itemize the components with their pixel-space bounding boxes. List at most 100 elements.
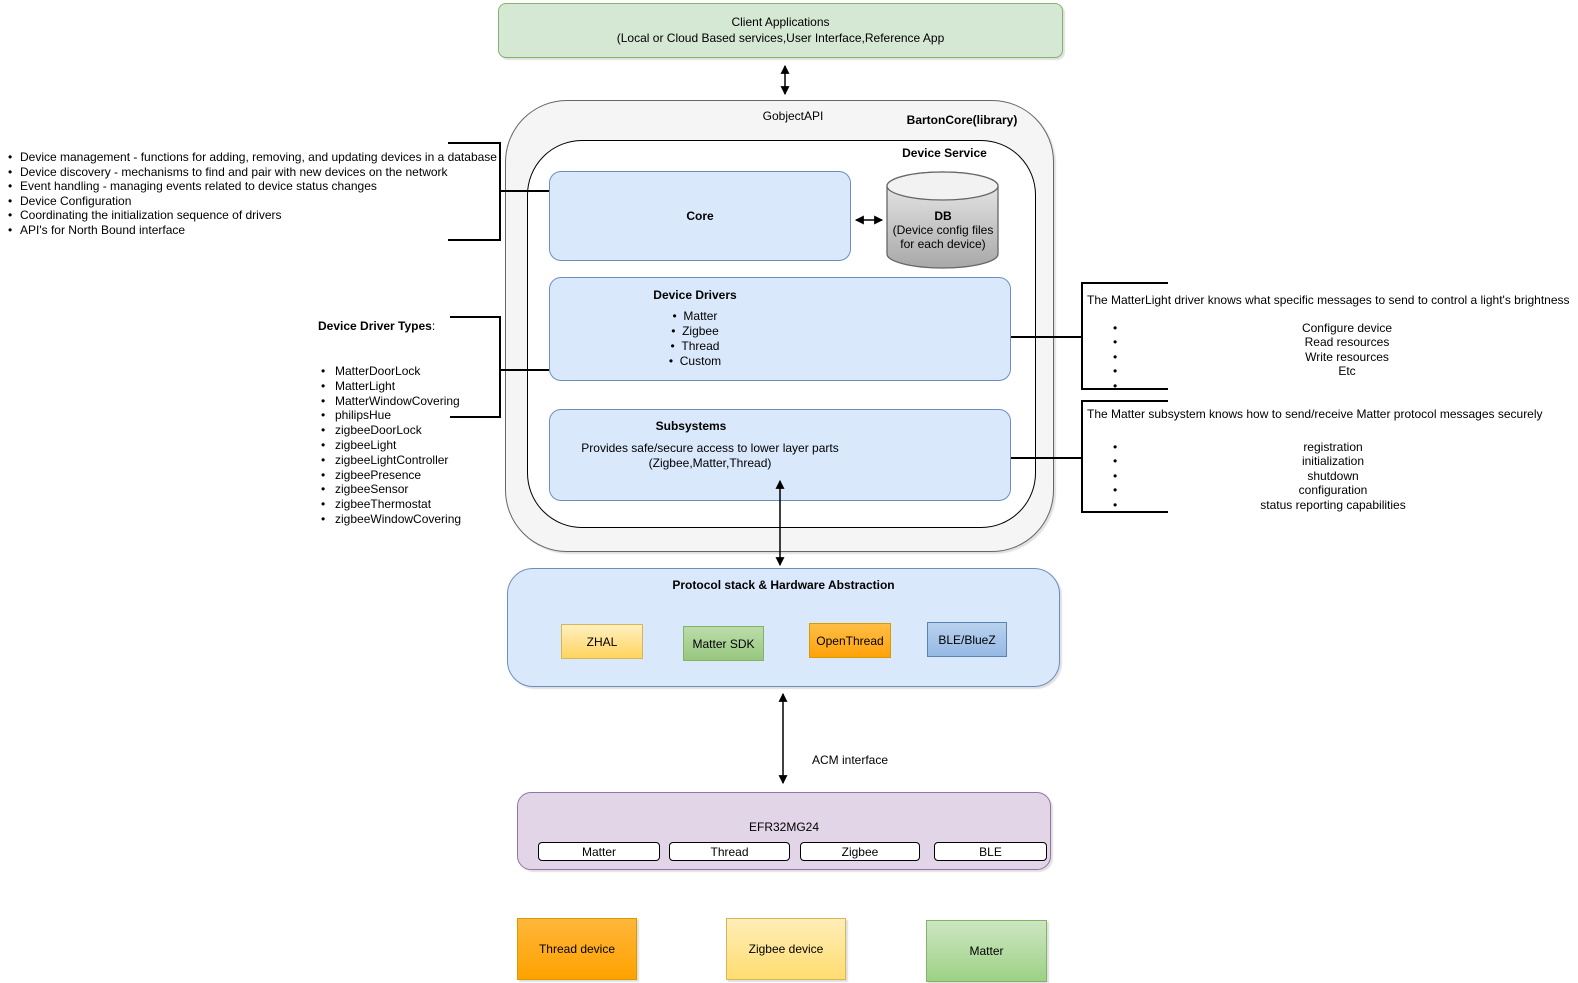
core-box: Core — [549, 171, 851, 261]
driver-type-item: zigbeeDoorLock — [318, 423, 548, 438]
responsibility-item: Device discovery - mechanisms to find an… — [2, 165, 498, 180]
core-responsibilities-note: Device management - functions for adding… — [2, 150, 498, 238]
note-row: Write resources — [1082, 350, 1578, 364]
efr-radio-thread: Thread — [669, 842, 790, 861]
driver-type-item: zigbeeWindowCovering — [318, 512, 548, 527]
matter-device-box: Matter — [926, 920, 1047, 982]
bartoncore-title: BartonCore(library) — [906, 113, 1018, 127]
subsystems-box: Subsystems Provides safe/secure access t… — [549, 409, 1011, 501]
note-item: Write resources — [1305, 349, 1389, 364]
zigbee-device-label: Zigbee device — [748, 942, 824, 956]
subsystems-description: Provides safe/secure access to lower lay… — [550, 441, 870, 471]
efr-radio-matter-label: Matter — [581, 844, 616, 859]
note-row: Etc — [1082, 364, 1578, 378]
device-drivers-content: Device Drivers Matter Zigbee Thread Cust… — [550, 287, 840, 369]
efr-radio-matter: Matter — [538, 842, 660, 861]
protocol-stack-title: Protocol stack & Hardware Abstraction — [672, 578, 895, 592]
bullet-dot — [1113, 321, 1117, 335]
device-driver-types-title-text: Device Driver Types — [318, 319, 432, 333]
matter-subsystem-note-intro: The Matter subsystem knows how to send/r… — [1087, 407, 1543, 421]
bullet-dot — [1113, 379, 1117, 393]
driver-type-item: MatterDoorLock — [318, 364, 548, 379]
efr-radio-zigbee-label: Zigbee — [841, 844, 879, 859]
thread-device-label: Thread device — [538, 942, 616, 956]
thread-device-box: Thread device — [517, 918, 637, 980]
protocol-stack-box: Protocol stack & Hardware Abstraction ZH… — [507, 568, 1060, 687]
matter-device-label: Matter — [969, 944, 1004, 958]
bullet-dot — [1113, 335, 1117, 349]
note-row — [1082, 379, 1578, 393]
driver-item: Matter — [550, 309, 840, 324]
note-row: status reporting capabilities — [1082, 498, 1578, 512]
zhal-box: ZHAL — [561, 624, 643, 659]
device-driver-types-colon: : — [431, 319, 436, 333]
driver-type-item: MatterLight — [318, 379, 548, 394]
bullet-dot — [1113, 498, 1117, 512]
note-item: registration — [1303, 440, 1363, 454]
note-row: configuration — [1082, 483, 1578, 497]
responsibility-item: Coordinating the initialization sequence… — [2, 208, 498, 223]
note-item: Configure device — [1301, 321, 1393, 335]
note-item: Read resources — [1304, 335, 1390, 350]
note-item: Etc — [1338, 364, 1356, 379]
zhal-label: ZHAL — [586, 634, 618, 649]
client-applications-title: Client Applications — [731, 15, 830, 29]
subsystems-desc-line1: Provides safe/secure access to lower lay… — [581, 441, 839, 455]
subsystems-desc-line2: (Zigbee,Matter,Thread) — [648, 456, 772, 470]
bullet-dot — [1113, 364, 1117, 378]
core-label: Core — [686, 209, 714, 223]
driver-item: Custom — [550, 354, 840, 369]
driver-type-item: MatterWindowCovering — [318, 394, 548, 409]
efr32mg24-title: EFR32MG24 — [748, 820, 820, 834]
matter-sdk-label: Matter SDK — [692, 636, 755, 651]
matterlight-note-intro: The MatterLight driver knows what specif… — [1087, 293, 1570, 307]
efr-radio-thread-label: Thread — [710, 844, 749, 859]
bullet-dot — [1113, 440, 1117, 454]
db-line1: (Device config files — [892, 223, 994, 237]
note-row: Read resources — [1082, 335, 1578, 349]
device-service-title: Device Service — [902, 146, 987, 160]
driver-type-item: philipsHue — [318, 408, 548, 423]
db-title: DB — [934, 209, 952, 223]
note-item: shutdown — [1307, 468, 1359, 483]
note-row: initialization — [1082, 454, 1578, 468]
bullet-dot — [1113, 483, 1117, 497]
efr32mg24-box: EFR32MG24 Matter Thread Zigbee BLE — [517, 792, 1051, 870]
driver-type-item: zigbeePresence — [318, 468, 548, 483]
openthread-box: OpenThread — [809, 623, 891, 658]
responsibility-item: Device management - functions for adding… — [2, 150, 498, 165]
openthread-label: OpenThread — [816, 633, 884, 648]
matter-sdk-box: Matter SDK — [683, 626, 764, 661]
device-drivers-title: Device Drivers — [653, 288, 737, 302]
subsystems-title: Subsystems — [655, 419, 727, 433]
client-applications-box: Client Applications (Local or Cloud Base… — [498, 3, 1063, 58]
driver-type-item: zigbeeLight — [318, 438, 548, 453]
note-row: shutdown — [1082, 469, 1578, 483]
bullet-dot — [1113, 454, 1117, 468]
driver-item: Thread — [550, 339, 840, 354]
device-drivers-box: Device Drivers Matter Zigbee Thread Cust… — [549, 277, 1011, 381]
driver-type-item: zigbeeThermostat — [318, 497, 548, 512]
gobjectapi-label: GobjectAPI — [762, 109, 824, 123]
driver-type-item: zigbeeLightController — [318, 453, 548, 468]
ble-bluez-box: BLE/BlueZ — [927, 622, 1007, 657]
db-label: DB (Device config files for each device) — [884, 209, 1002, 251]
efr-radio-zigbee: Zigbee — [800, 842, 920, 861]
ble-bluez-label: BLE/BlueZ — [938, 632, 996, 647]
note-row: Configure device — [1082, 321, 1578, 335]
matterlight-driver-note: The MatterLight driver knows what specif… — [1082, 293, 1578, 393]
responsibility-item: Device Configuration — [2, 194, 498, 209]
note-item: initialization — [1301, 454, 1365, 469]
note-row: registration — [1082, 440, 1578, 454]
driver-item: Zigbee — [550, 324, 840, 339]
efr-radio-ble: BLE — [934, 842, 1047, 861]
responsibility-item: Event handling - managing events related… — [2, 179, 498, 194]
driver-type-item: zigbeeSensor — [318, 482, 548, 497]
device-driver-types-note: Device Driver Types: MatterDoorLock Matt… — [318, 319, 548, 527]
bullet-dot — [1113, 469, 1117, 483]
client-applications-subtitle: (Local or Cloud Based services,User Inte… — [616, 31, 945, 45]
device-driver-types-title: Device Driver Types: — [318, 319, 548, 333]
db-line2: for each device) — [900, 237, 986, 251]
responsibility-item: API's for North Bound interface — [2, 223, 498, 238]
